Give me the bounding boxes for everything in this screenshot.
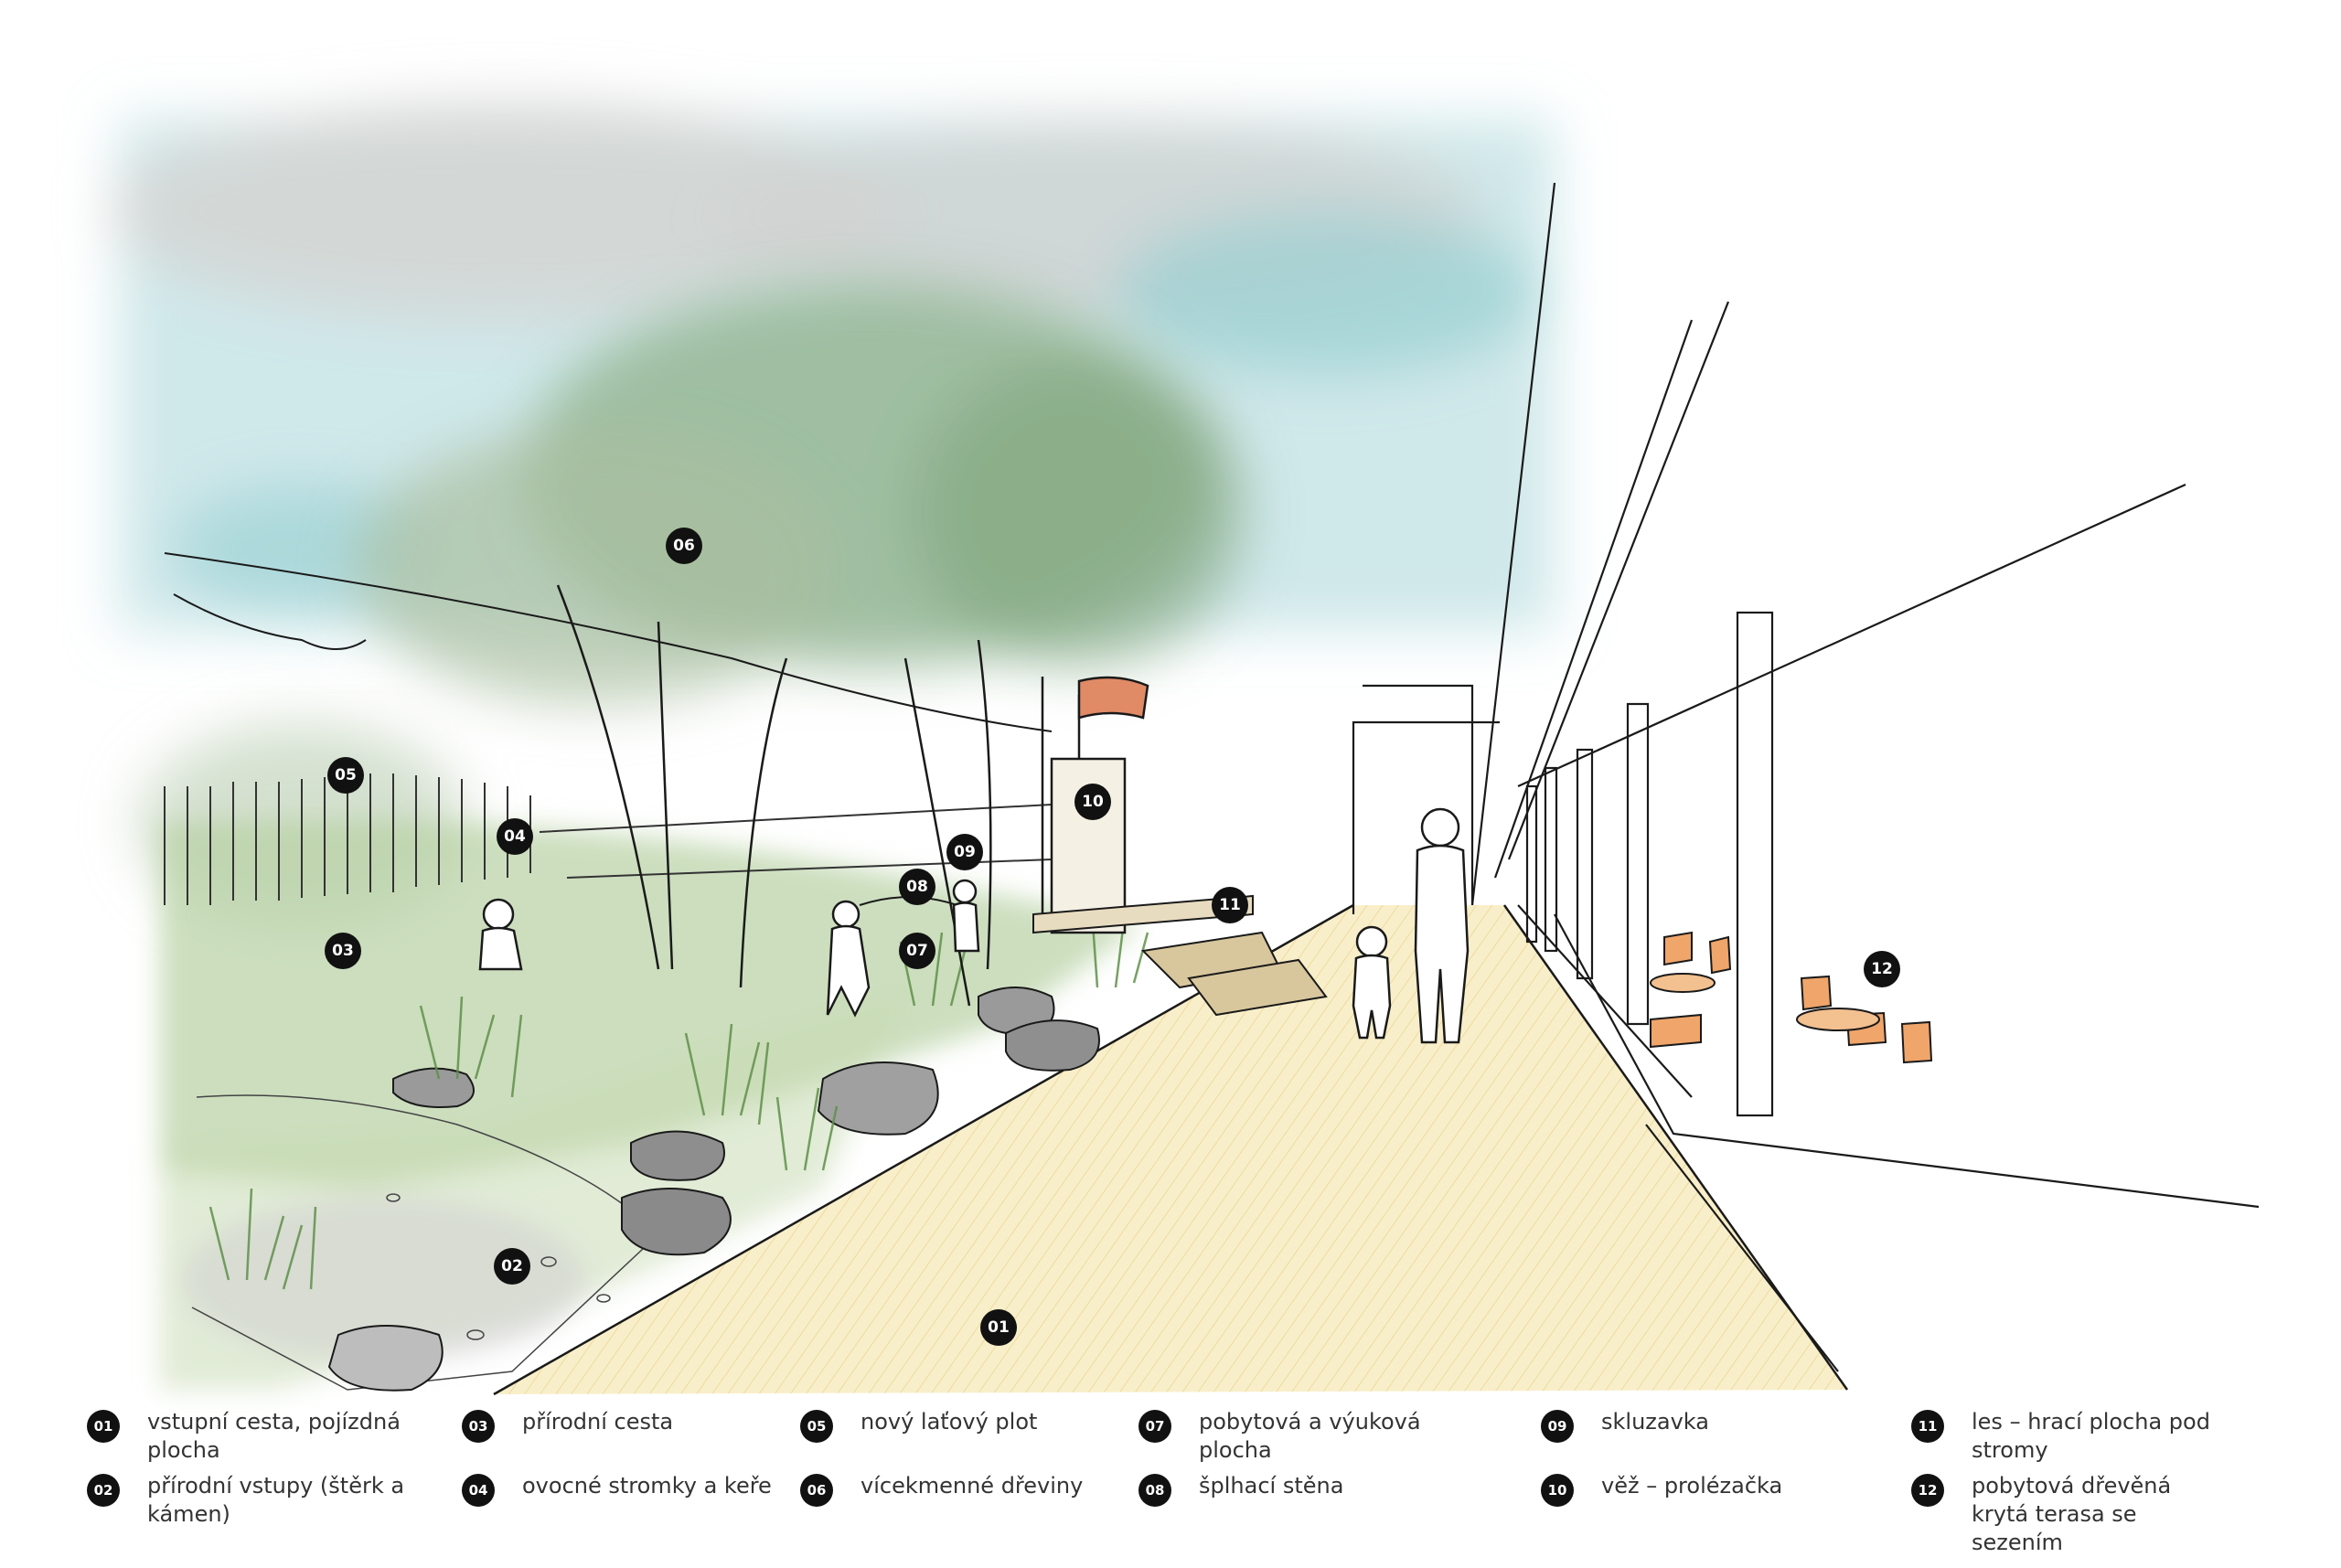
marker-11: 11: [1212, 887, 1248, 923]
legend-number-badge: 04: [462, 1474, 495, 1507]
people: [478, 807, 1470, 1044]
legend-label: ovocné stromky a keře: [522, 1473, 772, 1499]
legend-item-02: 02 přírodní vstupy (štěrk a kámen): [87, 1472, 407, 1529]
marker-06: 06: [666, 528, 702, 564]
tree-trunks: [556, 584, 1044, 1007]
legend-item-03: 03 přírodní cesta: [462, 1408, 782, 1443]
marker-04: 04: [497, 818, 533, 855]
legend-number-badge: 07: [1138, 1410, 1171, 1443]
legend-number-badge: 09: [1541, 1410, 1574, 1443]
marker-08: 08: [899, 869, 935, 905]
grass-strokes: [208, 913, 1149, 1290]
legend-label: přírodní cesta: [522, 1409, 674, 1435]
marker-05: 05: [327, 757, 364, 794]
legend-number-badge: 06: [800, 1474, 833, 1507]
legend-label: šplhací stěna: [1199, 1473, 1344, 1499]
climbing-tower: [1050, 676, 1149, 934]
legend-item-11: 11 les – hrací plocha pod stromy: [1911, 1408, 2231, 1465]
legend-label: vstupní cesta, pojízdná plocha: [147, 1409, 401, 1463]
legend-item-08: 08 šplhací stěna: [1138, 1472, 1459, 1507]
marker-10: 10: [1074, 784, 1111, 820]
legend-number-badge: 12: [1911, 1474, 1944, 1507]
legend-item-07: 07 pobytová a výuková plocha: [1138, 1408, 1459, 1465]
legend-item-10: 10 věž – prolézačka: [1541, 1472, 1861, 1507]
legend: 01 vstupní cesta, pojízdná plocha 02 přírod…: [87, 1408, 2282, 1563]
legend-label: pobytová a výuková plocha: [1199, 1409, 1421, 1463]
marker-03: 03: [325, 933, 361, 969]
marker-09: 09: [946, 834, 983, 870]
terrace-furniture: [1650, 931, 1933, 1064]
legend-item-05: 05 nový laťový plot: [800, 1408, 1120, 1443]
legend-item-04: 04 ovocné stromky a keře: [462, 1472, 782, 1507]
legend-number-badge: 08: [1138, 1474, 1171, 1507]
legend-label: nový laťový plot: [861, 1409, 1038, 1435]
terrace-building: [1352, 182, 2260, 1372]
legend-label: skluzavka: [1601, 1409, 1709, 1435]
legend-number-badge: 10: [1541, 1474, 1574, 1507]
legend-item-01: 01 vstupní cesta, pojízdná plocha: [87, 1408, 407, 1465]
legend-label: les – hrací plocha pod stromy: [1972, 1409, 2210, 1463]
legend-label: vícekmenné dřeviny: [861, 1473, 1084, 1499]
marker-02: 02: [494, 1248, 530, 1285]
legend-number-badge: 03: [462, 1410, 495, 1443]
play-structures: [859, 894, 1328, 1017]
foliage-wash: [137, 283, 1244, 923]
legend-label: přírodní vstupy (štěrk a kámen): [147, 1473, 405, 1527]
legend-item-12: 12 pobytová dřevěná krytá terasa se sezen…: [1911, 1472, 2231, 1557]
marker-07: 07: [899, 933, 935, 969]
legend-label: věž – prolézačka: [1601, 1473, 1783, 1499]
marker-01: 01: [980, 1309, 1017, 1346]
legend-number-badge: 01: [87, 1410, 120, 1443]
hill-lines: [164, 552, 1053, 732]
legend-item-06: 06 vícekmenné dřeviny: [800, 1472, 1120, 1507]
rocks: [327, 987, 1100, 1392]
legend-number-badge: 02: [87, 1474, 120, 1507]
legend-label: pobytová dřevěná krytá terasa se sezením: [1972, 1473, 2172, 1555]
legend-number-badge: 05: [800, 1410, 833, 1443]
legend-item-09: 09 skluzavka: [1541, 1408, 1861, 1443]
marker-12: 12: [1864, 951, 1900, 987]
legend-number-badge: 11: [1911, 1410, 1944, 1443]
entrance-path: [493, 903, 1849, 1396]
